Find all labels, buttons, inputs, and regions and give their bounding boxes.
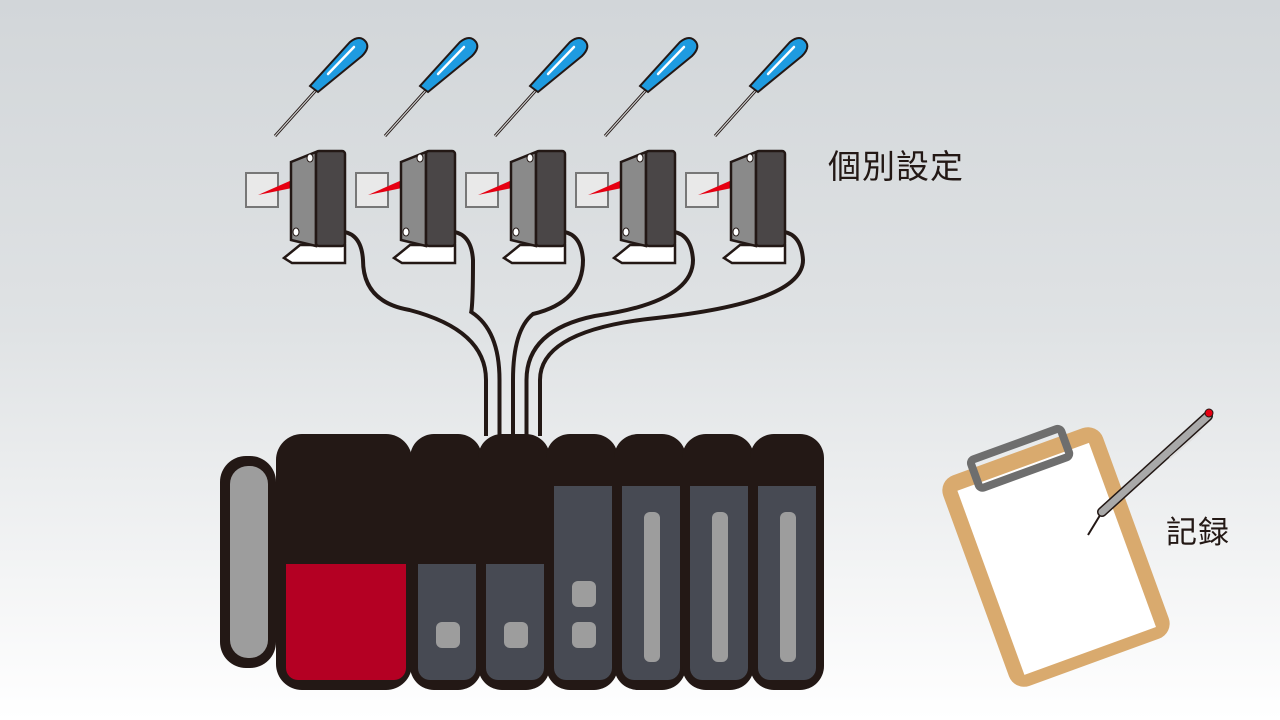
photoelectric-sensor — [685, 37, 809, 265]
plc-power-panel — [230, 466, 268, 658]
laser-beam — [588, 180, 622, 195]
laser-beam — [368, 180, 402, 195]
sensor-bracket — [281, 243, 347, 265]
screwdriver-icon — [383, 37, 479, 138]
individual-setting-label: 個別設定 — [828, 147, 964, 186]
photoelectric-sensor — [245, 37, 369, 265]
screwdriver-icon — [603, 37, 699, 138]
screwdriver-icon — [713, 37, 809, 138]
sensor-cable — [442, 229, 502, 436]
sensor-cable — [538, 229, 806, 436]
screwdriver-icon — [273, 37, 369, 138]
plc-io-module — [554, 486, 612, 680]
plc-io-module — [690, 486, 748, 680]
cpu-red-panel — [286, 564, 406, 680]
plc-io-module — [418, 564, 476, 680]
screwdriver-icon — [493, 37, 589, 138]
plc-io-module — [486, 564, 544, 680]
pen-icon — [1087, 408, 1214, 536]
laser-beam — [478, 180, 512, 195]
plc-unit — [220, 434, 824, 690]
sensor-bracket — [501, 243, 567, 265]
sensor-bracket — [611, 243, 677, 265]
sensor-bracket — [391, 243, 457, 265]
sensor-bracket — [721, 243, 787, 265]
laser-beam — [698, 180, 732, 195]
plc-io-module — [622, 486, 680, 680]
sensor-cable — [332, 229, 488, 436]
sensor-cable — [511, 229, 586, 436]
laser-beam — [258, 180, 292, 195]
clipboard-icon — [942, 424, 1170, 687]
sensor-row — [245, 37, 809, 265]
sensor-cable — [524, 229, 696, 436]
photoelectric-sensor — [575, 37, 699, 265]
sensor-cables — [332, 229, 806, 436]
record-label: 記録 — [1166, 515, 1230, 551]
photoelectric-sensor — [465, 37, 589, 265]
photoelectric-sensor — [355, 37, 479, 265]
plc-io-module — [758, 486, 816, 680]
